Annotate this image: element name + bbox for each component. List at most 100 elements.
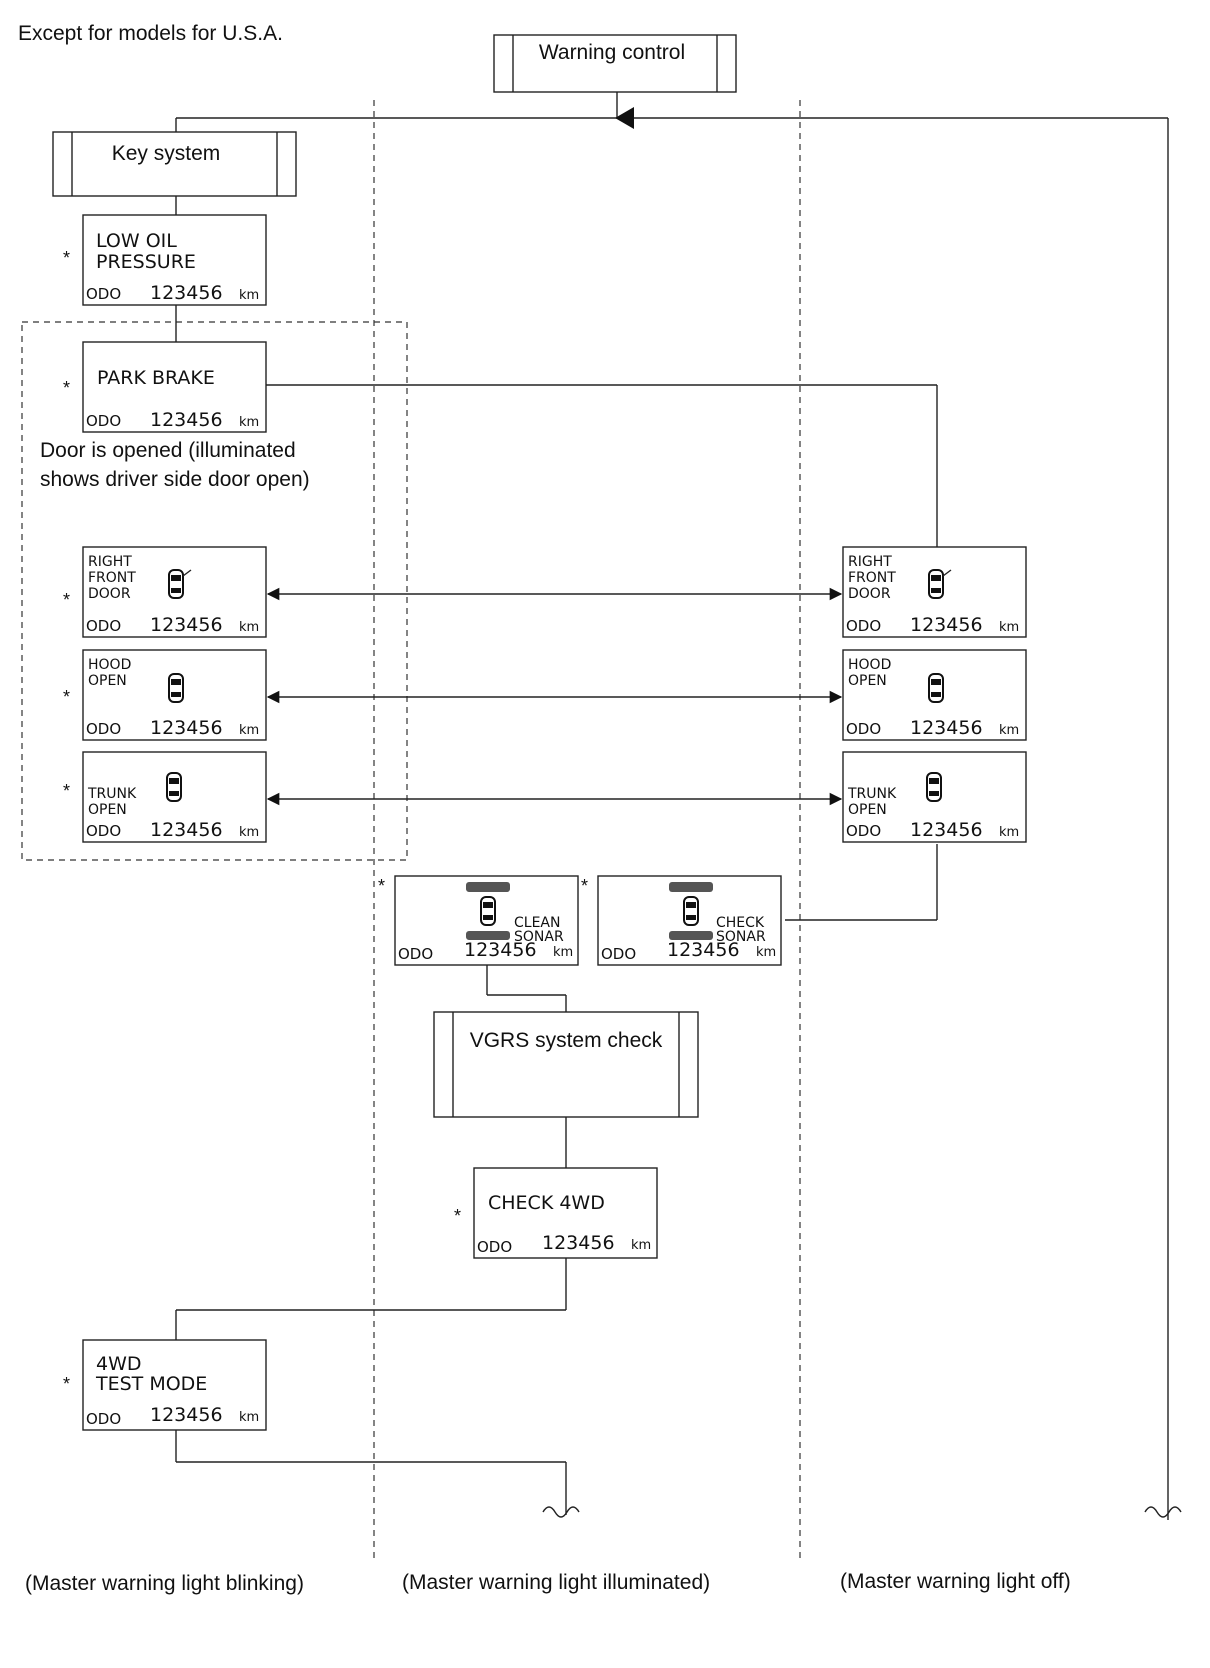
odo-label: ODO	[477, 1238, 512, 1256]
display-line: FRONT	[848, 570, 896, 586]
asterisk-mark: *	[378, 876, 385, 896]
odo-label: ODO	[86, 720, 121, 738]
sonar-car-icon	[466, 882, 510, 940]
car-hood-open-icon	[928, 673, 944, 703]
check-sonar-display: CHECK SONAR ODO 123456 km *	[581, 875, 782, 966]
display-line: PARK BRAKE	[97, 367, 215, 389]
display-line: OPEN	[848, 673, 887, 689]
hood-open-display-off: HOOD OPEN ODO 123456 km	[842, 649, 1027, 741]
clean-sonar-display: CLEAN SONAR ODO 123456 km *	[378, 875, 579, 966]
display-line: DOOR	[88, 586, 131, 602]
odo-value: 123456	[150, 614, 223, 636]
asterisk-mark: *	[63, 687, 70, 707]
header-note: Except for models for U.S.A.	[18, 22, 283, 45]
odo-label: ODO	[846, 822, 881, 840]
odo-label: ODO	[601, 945, 636, 963]
display-line: SONAR	[514, 929, 564, 945]
odo-label: ODO	[86, 412, 121, 430]
display-line: HOOD	[848, 657, 891, 673]
odo-label: ODO	[86, 822, 121, 840]
asterisk-mark: *	[63, 590, 70, 610]
odo-unit: km	[999, 825, 1019, 840]
right-front-door-display-off: RIGHT FRONT DOOR ODO 123456 km	[842, 546, 1027, 638]
odo-value: 123456	[910, 819, 983, 841]
odo-label: ODO	[846, 617, 881, 635]
junction-arrow-icon	[615, 107, 634, 129]
display-line: LOW OIL	[96, 230, 177, 252]
display-line: OPEN	[88, 673, 127, 689]
low-oil-pressure-display: LOW OIL PRESSURE ODO 123456 km *	[63, 214, 267, 306]
odo-unit: km	[239, 415, 259, 430]
door-note-line-2: shows driver side door open)	[40, 468, 310, 491]
test-mode-4wd-display: 4WD TEST MODE ODO 123456 km *	[63, 1339, 267, 1431]
open-door-icon	[942, 569, 952, 577]
asterisk-mark: *	[581, 876, 588, 896]
car-door-open-icon	[168, 569, 184, 599]
display-line: CHECK	[716, 915, 765, 931]
key-system-box: Key system	[52, 131, 297, 197]
column-caption-illuminated: (Master warning light illuminated)	[402, 1571, 710, 1594]
connector-lines	[175, 92, 1182, 1520]
right-front-door-display-blinking: RIGHT FRONT DOOR ODO 123456 km *	[63, 546, 267, 638]
odo-unit: km	[239, 620, 259, 635]
odo-unit: km	[239, 288, 259, 303]
car-trunk-open-icon	[926, 772, 942, 802]
vgrs-check-label: VGRS system check	[470, 1029, 663, 1052]
odo-unit: km	[999, 620, 1019, 635]
odo-unit: km	[239, 1410, 259, 1425]
odo-value: 123456	[667, 939, 740, 961]
display-line: OPEN	[848, 802, 887, 818]
odo-label: ODO	[86, 285, 121, 303]
odo-label: ODO	[846, 720, 881, 738]
park-brake-display: PARK BRAKE ODO 123456 km *	[63, 341, 267, 433]
display-line: CHECK 4WD	[488, 1192, 605, 1214]
odo-label: ODO	[86, 617, 121, 635]
display-line: SONAR	[716, 929, 766, 945]
odo-value: 123456	[464, 939, 537, 961]
odo-unit: km	[239, 825, 259, 840]
display-line: TEST MODE	[95, 1373, 207, 1395]
odo-value: 123456	[542, 1232, 615, 1254]
odo-value: 123456	[910, 614, 983, 636]
door-note-line-1: Door is opened (illuminated	[40, 439, 296, 462]
odo-label: ODO	[398, 945, 433, 963]
car-hood-open-icon	[168, 673, 184, 703]
display-line: RIGHT	[88, 554, 132, 570]
odo-unit: km	[999, 723, 1019, 738]
display-line: 4WD	[96, 1353, 142, 1375]
odo-unit: km	[553, 945, 573, 960]
key-system-label: Key system	[112, 142, 221, 165]
odo-unit: km	[756, 945, 776, 960]
odo-value: 123456	[150, 717, 223, 739]
car-trunk-open-icon	[166, 772, 182, 802]
column-caption-off: (Master warning light off)	[840, 1570, 1071, 1593]
asterisk-mark: *	[63, 1374, 70, 1394]
trunk-open-display-off: TRUNK OPEN ODO 123456 km	[842, 751, 1027, 843]
odo-unit: km	[631, 1238, 651, 1253]
odo-value: 123456	[150, 819, 223, 841]
odo-value: 123456	[150, 282, 223, 304]
display-line: HOOD	[88, 657, 131, 673]
asterisk-mark: *	[63, 781, 70, 801]
hood-open-display-blinking: HOOD OPEN ODO 123456 km *	[63, 649, 267, 741]
odo-label: ODO	[86, 1410, 121, 1428]
open-door-icon	[182, 569, 192, 577]
odo-value: 123456	[910, 717, 983, 739]
trunk-open-display-blinking: TRUNK OPEN ODO 123456 km *	[63, 751, 267, 843]
car-door-open-icon	[928, 569, 944, 599]
warning-control-label: Warning control	[539, 41, 685, 64]
display-line: DOOR	[848, 586, 891, 602]
asterisk-mark: *	[63, 378, 70, 398]
asterisk-mark: *	[63, 248, 70, 268]
warning-control-box: Warning control	[493, 34, 737, 93]
asterisk-mark: *	[454, 1206, 461, 1226]
display-line: OPEN	[88, 802, 127, 818]
display-line: FRONT	[88, 570, 136, 586]
odo-value: 123456	[150, 1404, 223, 1426]
check-4wd-display: CHECK 4WD ODO 123456 km *	[454, 1167, 658, 1259]
odo-unit: km	[239, 723, 259, 738]
display-line: RIGHT	[848, 554, 892, 570]
sonar-car-icon	[669, 882, 713, 940]
column-caption-blinking: (Master warning light blinking)	[25, 1572, 304, 1595]
